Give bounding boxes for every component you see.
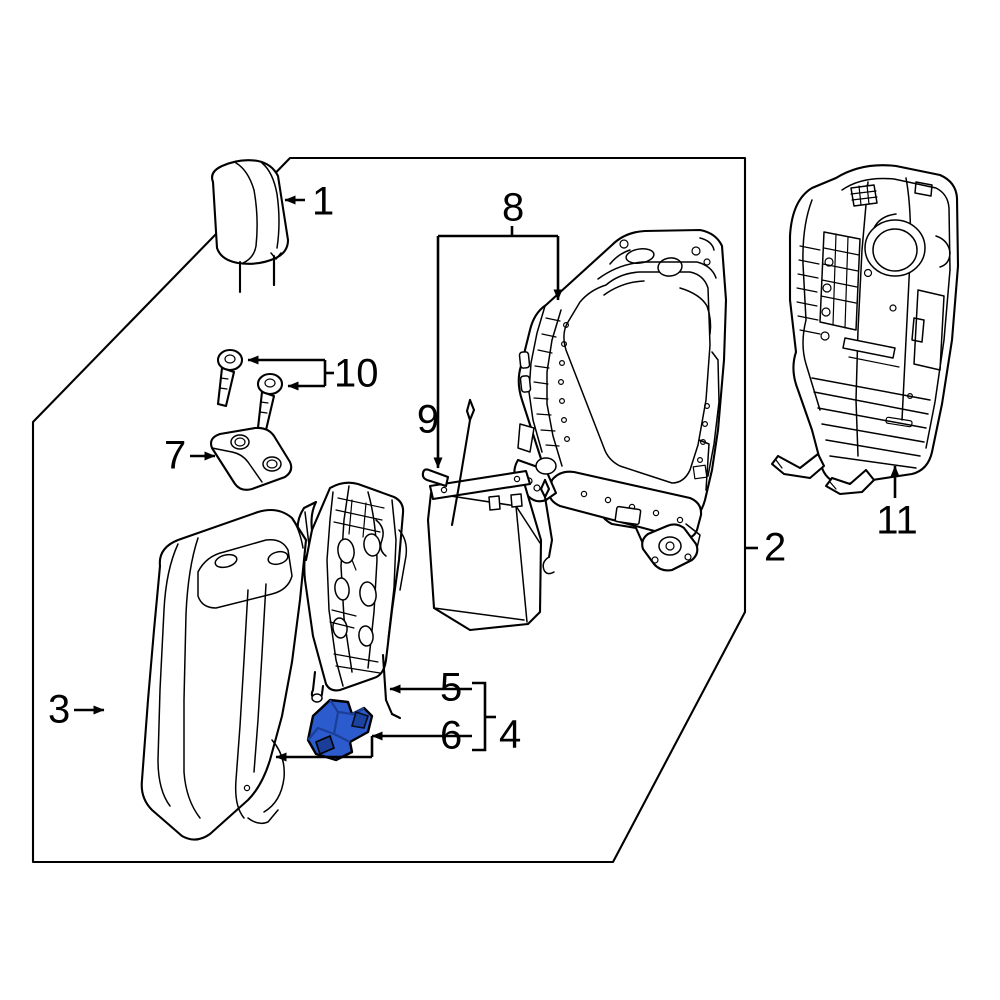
callout-leader-6-secondary <box>275 736 374 762</box>
part-mounting-pad <box>209 426 293 491</box>
callout-label-6: 6 <box>440 714 462 758</box>
callout-label-5: 5 <box>440 666 462 710</box>
callout-bracket-4 <box>472 681 496 752</box>
callout-label-7: 7 <box>164 434 186 478</box>
part-seat-back-cushion-cover <box>140 508 308 841</box>
callout-label-11: 11 <box>876 499 918 543</box>
group-boundary-polygon <box>31 156 747 864</box>
callout-label-4: 4 <box>499 713 521 757</box>
part-seat-back-trim-panel <box>770 164 960 496</box>
part-head-restraint <box>211 159 290 294</box>
callout-label-3: 3 <box>48 688 70 732</box>
callout-label-8: 8 <box>502 186 524 230</box>
part-side-airbag-module <box>421 398 555 632</box>
bolt-lower <box>256 372 284 432</box>
callout-leader-8 <box>438 226 563 301</box>
part-seat-back-frame <box>513 228 728 572</box>
callout-label-1: 1 <box>312 180 334 224</box>
callout-label-10: 10 <box>334 352 379 396</box>
part-seat-back-panel-bracket <box>296 481 408 720</box>
callout-leader-10 <box>247 355 334 391</box>
part-mounting-bolts <box>216 348 284 432</box>
callout-label-2: 2 <box>764 526 786 570</box>
bolt-upper <box>216 348 244 408</box>
part-latch-striker-bracket-highlighted <box>306 698 374 762</box>
callout-label-9: 9 <box>417 398 439 442</box>
